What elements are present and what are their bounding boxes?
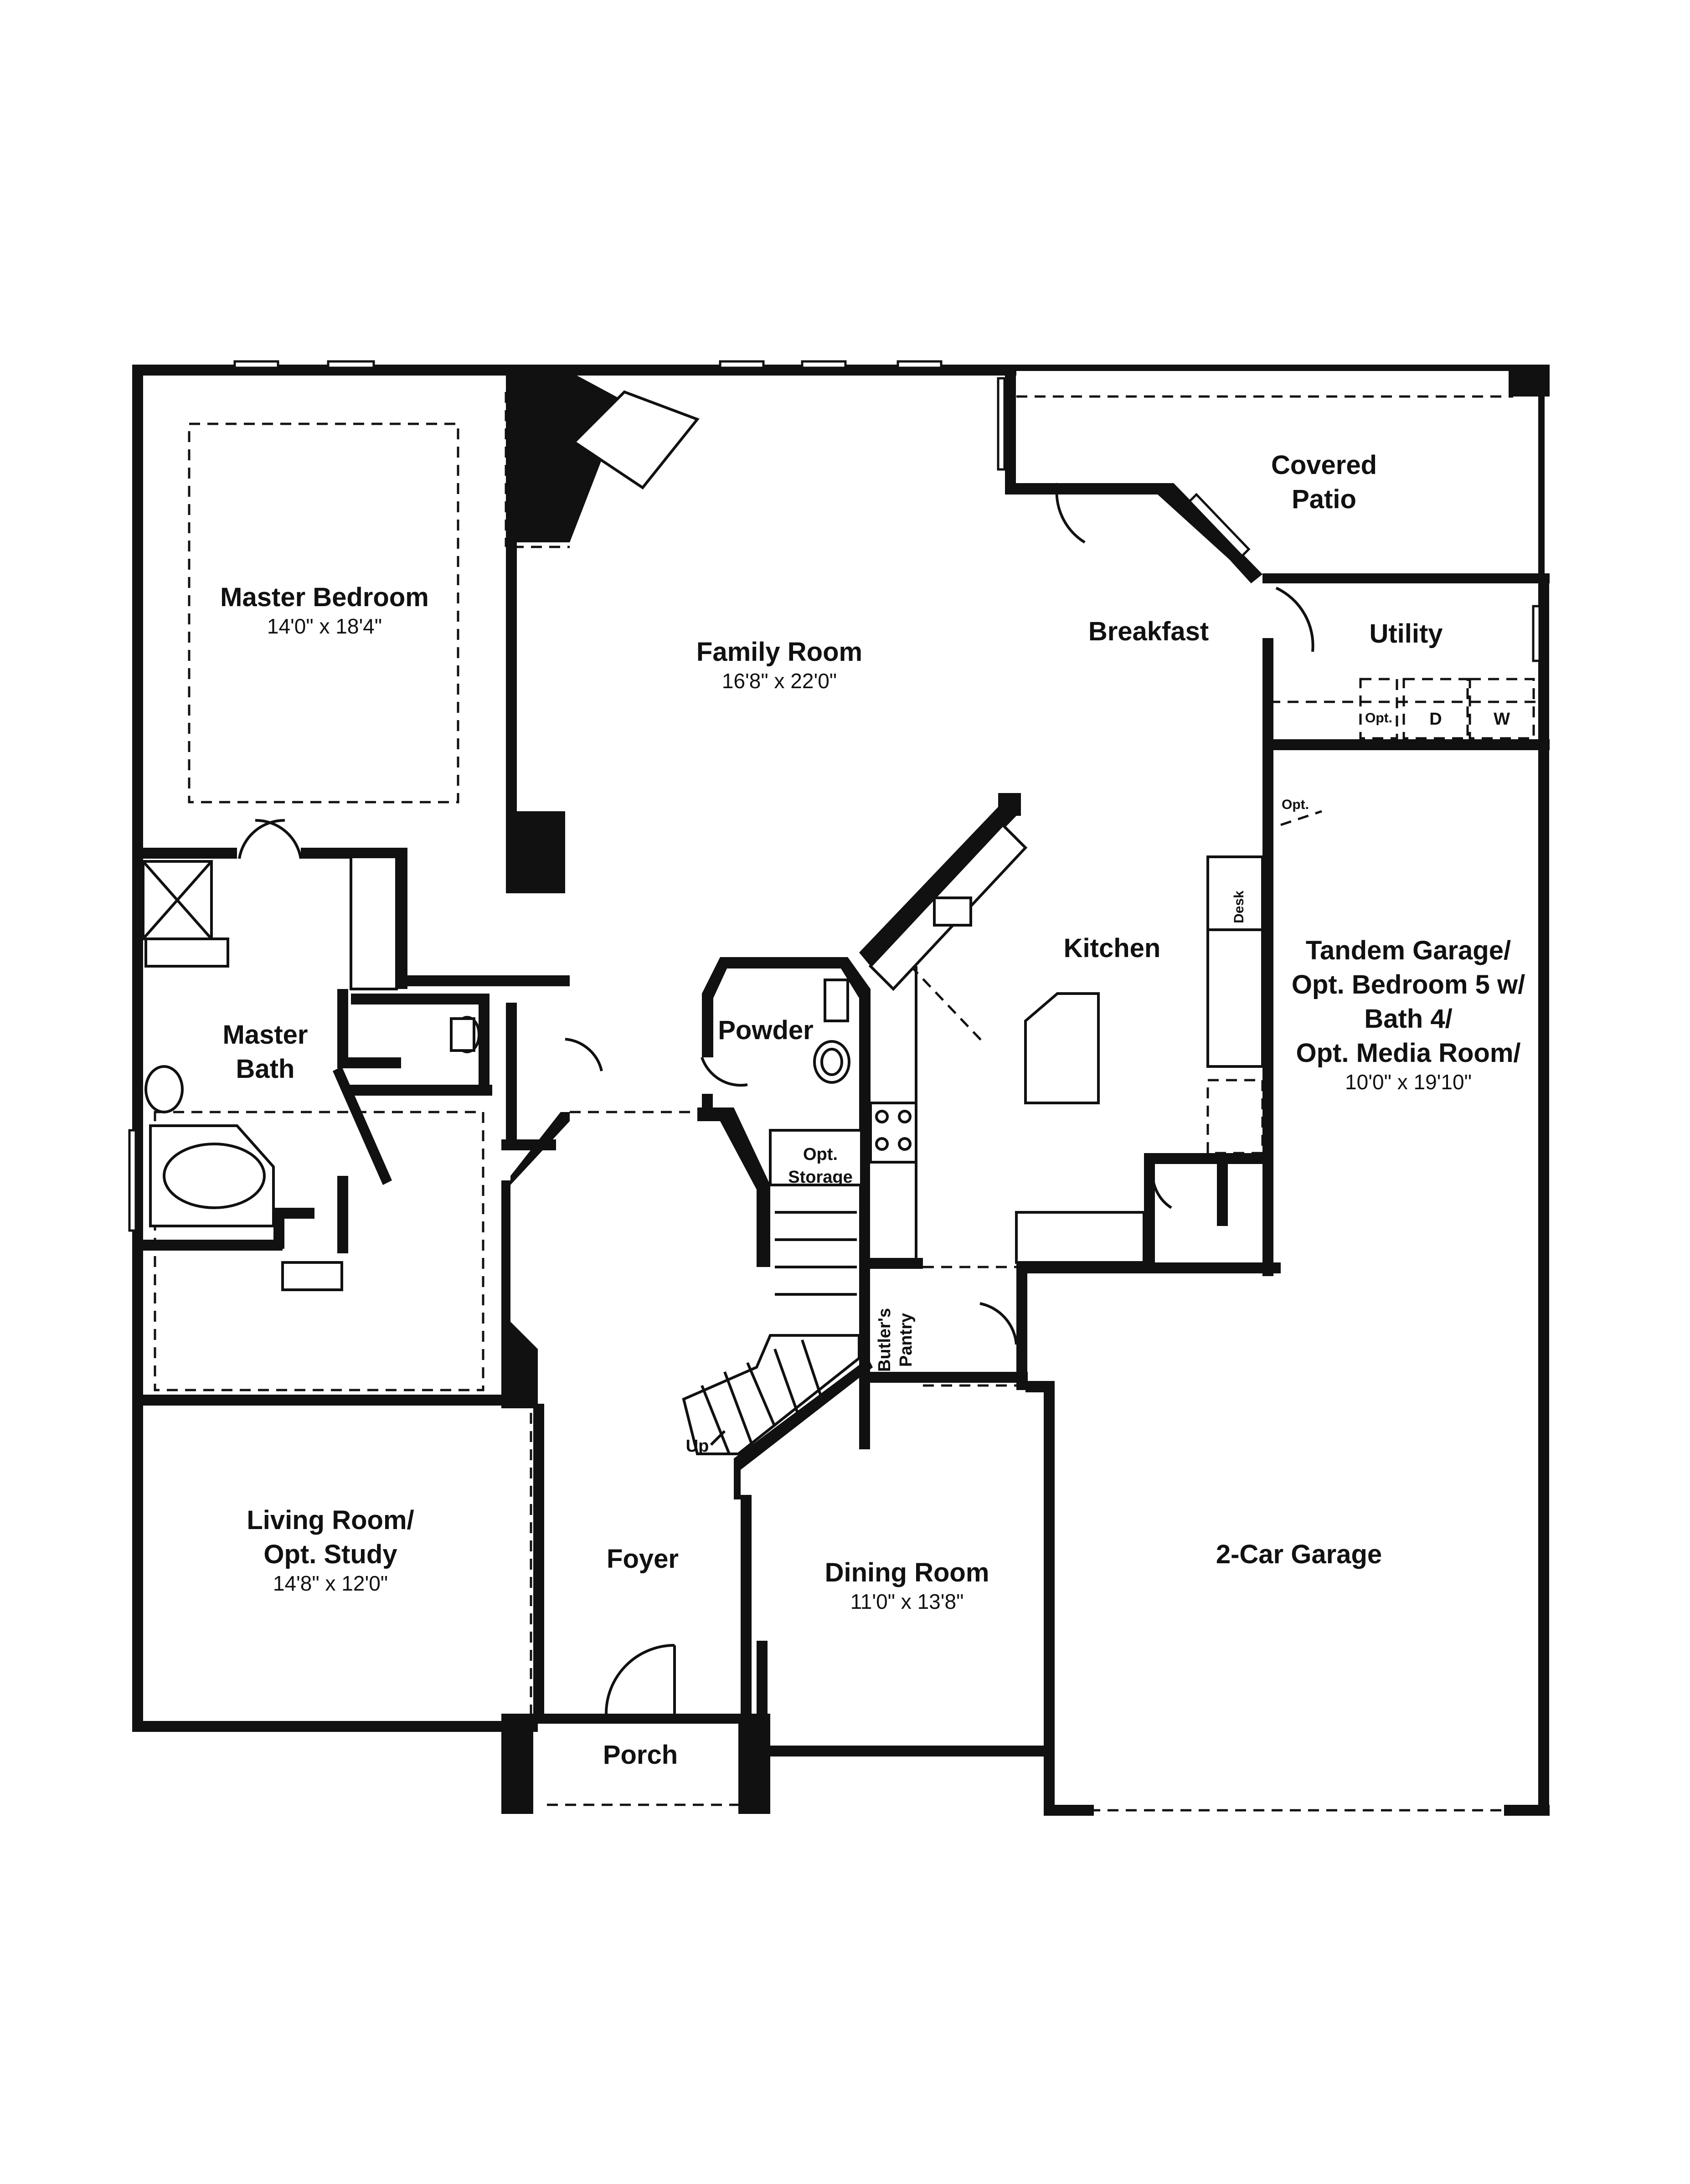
living-room-size: 14'8" x 12'0" (273, 1571, 388, 1595)
opt-storage-line2: Storage (788, 1168, 852, 1187)
garage-door-opt-label: Opt. (1282, 797, 1309, 812)
doors (238, 483, 1314, 1714)
tandem-garage-line2: Opt. Bedroom 5 w/ (1292, 970, 1525, 999)
interior-walls (132, 365, 1272, 1499)
porch-name: Porch (603, 1740, 678, 1770)
breakfast-name: Breakfast (1088, 617, 1209, 646)
utility-name: Utility (1369, 619, 1443, 649)
powder-name: Powder (718, 1015, 814, 1045)
tandem-garage-size: 10'0" x 19'10" (1345, 1070, 1472, 1094)
living-room-line1: Living Room/ (247, 1505, 414, 1535)
stairs-up-arrow-icon (710, 1430, 726, 1446)
desk-label: Desk (1231, 891, 1247, 923)
washer-label: W (1494, 710, 1510, 729)
covered-patio-line1: Covered (1271, 450, 1377, 480)
master-bedroom-size: 14'0" x 18'4" (267, 614, 382, 638)
dining-room-name: Dining Room (825, 1558, 989, 1587)
stairs-up-label: Up (686, 1437, 709, 1456)
tandem-garage-line1: Tandem Garage/ (1306, 936, 1511, 965)
dining-room-size: 11'0" x 13'8" (850, 1590, 964, 1613)
living-room-line2: Opt. Study (263, 1540, 397, 1569)
room-labels: Master Bedroom 14'0" x 18'4" Family Room… (220, 450, 1525, 1770)
master-bath-line2: Bath (236, 1054, 295, 1084)
utility-opt-label: Opt. (1365, 711, 1392, 726)
dryer-label: D (1429, 710, 1442, 729)
exterior-walls (132, 365, 1550, 1816)
butlers-pantry-line1: Butler's (875, 1308, 894, 1372)
butlers-pantry-line2: Pantry (897, 1313, 916, 1367)
family-room-size: 16'8" x 22'0" (722, 669, 837, 693)
family-room-name: Family Room (696, 637, 862, 667)
windows (128, 360, 1541, 1232)
tandem-garage-line3: Bath 4/ (1364, 1004, 1452, 1034)
foyer-name: Foyer (607, 1544, 679, 1574)
master-bath-line1: Master (223, 1020, 308, 1050)
master-bedroom-name: Master Bedroom (220, 582, 429, 612)
tandem-garage-line4: Opt. Media Room/ (1296, 1038, 1521, 1068)
covered-patio-line2: Patio (1292, 484, 1356, 514)
opt-storage-line1: Opt. (803, 1145, 838, 1164)
kitchen-name: Kitchen (1064, 933, 1161, 963)
fixtures (142, 390, 1264, 1455)
two-car-garage-name: 2-Car Garage (1216, 1540, 1382, 1569)
